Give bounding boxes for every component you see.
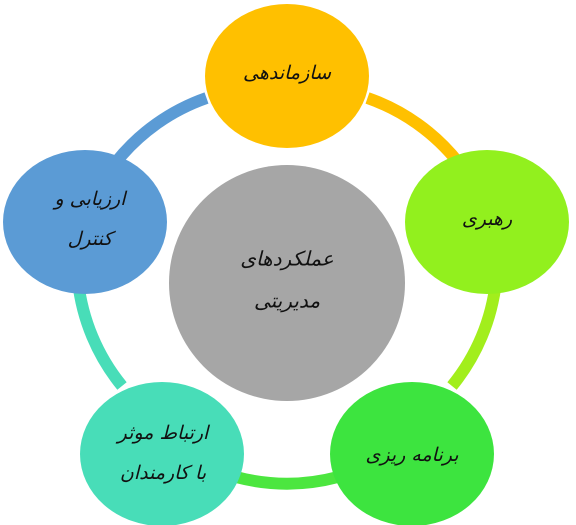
node-communication: ارتباط موثر با کارمندان <box>80 382 244 525</box>
center-circle <box>169 165 405 401</box>
node-planning-label: برنامه ریزی <box>365 444 459 466</box>
node-evaluation-label-line-1: ارزیابی و <box>52 188 128 210</box>
node-planning: برنامه ریزی <box>330 382 494 525</box>
connector-evaluation-organizing <box>110 92 209 167</box>
connector-communication-evaluation <box>72 280 127 390</box>
center-label-line-1: عملکردهای <box>240 247 333 271</box>
node-organizing-label: سازماندهی <box>243 62 332 84</box>
node-communication-label-line-1: ارتباط موثر <box>116 422 211 444</box>
node-leading-circle <box>405 150 569 294</box>
node-evaluation-circle <box>3 150 167 294</box>
connector-leading-planning <box>447 280 502 390</box>
node-leading-label: رهبری <box>462 208 513 230</box>
center-label-line-2: مدیریتی <box>254 289 320 313</box>
node-evaluation-label-line-2: کنترل <box>68 228 117 250</box>
node-planning-circle <box>330 382 494 525</box>
node-communication-circle <box>80 382 244 525</box>
node-organizing: سازماندهی <box>205 4 369 148</box>
node-leading: رهبری <box>405 150 569 294</box>
connector-organizing-leading <box>365 92 464 167</box>
node-organizing-circle <box>205 4 369 148</box>
connector-planning-communication <box>234 471 340 490</box>
node-evaluation: ارزیابی و کنترل <box>3 150 167 294</box>
node-communication-label-line-2: با کارمندان <box>120 462 207 484</box>
center-node-management-functions: عملکردهای مدیریتی <box>169 165 405 401</box>
